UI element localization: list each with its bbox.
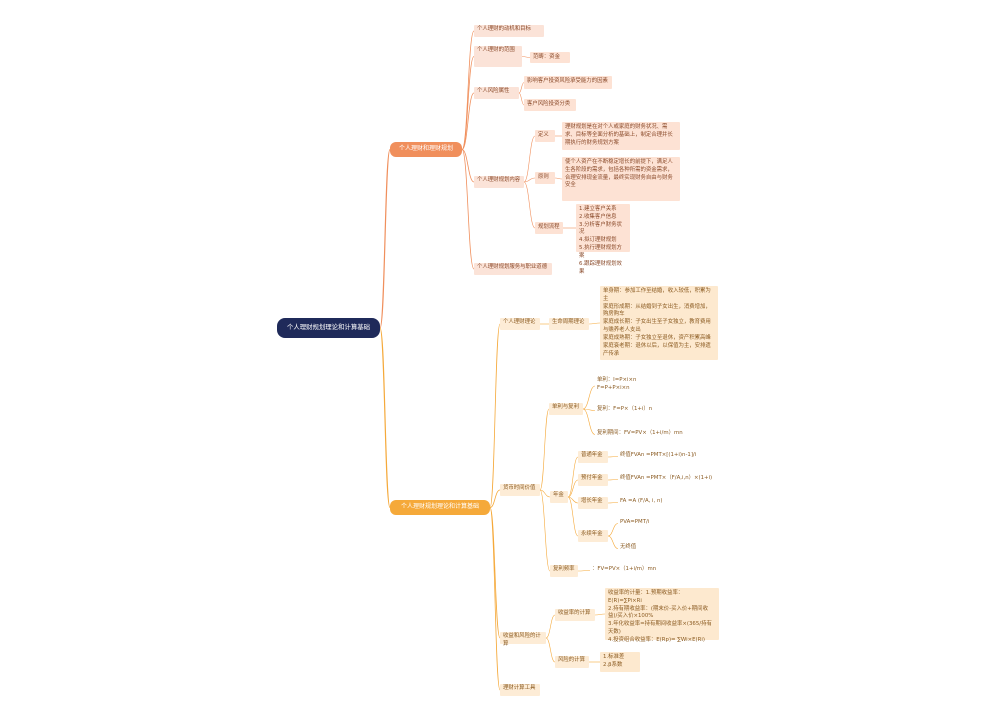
compound-frequency[interactable]: 复利频率 <box>550 565 578 577</box>
connector <box>461 30 475 150</box>
connector <box>539 489 551 498</box>
planning-principle-label: 原则 <box>535 172 555 184</box>
connector <box>582 385 596 410</box>
perpetuity-pv: PVA=PMT/i <box>620 519 650 525</box>
planning-principle-text: 使个人资产在不断稳定增长的前提下，满足人生各阶段的需求，包括各种所需的资金需求，… <box>562 157 680 201</box>
connector <box>607 502 619 504</box>
planning-process-steps: 1.建立客户关系 2.收集客户信息 3.分析客户财务状况 4.拟订理财规划 5.… <box>576 204 630 275</box>
connector <box>607 535 619 549</box>
annuity-due[interactable]: 预付年金 <box>578 474 608 486</box>
annuity-due-formula: 终值FVAn =PMT×（F/A,i,n）×(1+i) <box>620 475 713 481</box>
life-cycle-theory[interactable]: 生命周期理论 <box>549 318 589 330</box>
connector <box>582 408 596 435</box>
topic-finance-theory[interactable]: 个人理财理论 <box>500 318 540 330</box>
connector <box>518 92 525 106</box>
planning-process-label: 规划流程 <box>535 222 563 234</box>
connector <box>539 489 551 572</box>
connector <box>588 322 601 325</box>
risk-calculation-details: 1.标准差 2.β系数 <box>600 652 640 672</box>
perpetuity[interactable]: 永续年金 <box>578 530 608 542</box>
topic-planning-content[interactable]: 个人理财规划内容 <box>474 176 524 188</box>
connector <box>567 496 579 537</box>
connector <box>461 149 475 270</box>
planning-definition-label: 定义 <box>535 130 555 142</box>
connector <box>523 135 536 183</box>
perpetuity-fv: 无终值 <box>620 544 637 550</box>
risk-classification: 客户风险投资分类 <box>524 99 576 111</box>
return-calculation-details: 收益率的计量：1.预期收益率：E(R)=∑Pi×Ri 2.持有期收益率：(期末价… <box>605 588 719 643</box>
connector <box>523 181 536 229</box>
root-node[interactable]: 个人理财规划理论和计算基础 <box>277 318 380 338</box>
connector <box>554 177 563 180</box>
topic-risk-attribute[interactable]: 个人风险属性 <box>474 87 519 99</box>
connector <box>461 92 475 150</box>
connector <box>539 408 550 491</box>
topic-motivation-goals[interactable]: 个人理财的动机和目标 <box>474 25 544 37</box>
ordinary-annuity[interactable]: 普通年金 <box>578 451 608 463</box>
branch-personal-finance-planning[interactable]: 个人理财和理财规划 <box>390 142 462 157</box>
topic-finance-scope[interactable]: 个人理财的范围 <box>474 46 522 67</box>
connector <box>582 408 596 411</box>
compound-frequency-formula: ：FV=PV×（1+i/m）mn <box>592 566 657 572</box>
connector <box>518 82 525 94</box>
connector <box>489 489 501 508</box>
connector <box>545 614 556 639</box>
connector <box>489 507 501 691</box>
topic-time-value[interactable]: 货币时间价值 <box>500 484 540 496</box>
connector <box>594 613 606 616</box>
connector <box>567 456 579 498</box>
simple-interest-formula: 单利：I=P×i×n F=P+P×i×n <box>597 377 637 391</box>
connector <box>607 523 619 537</box>
simple-compound-interest[interactable]: 单利与复利 <box>549 403 583 415</box>
risk-factor: 影响客户投资风险承受能力的因素 <box>524 76 612 89</box>
life-cycle-details: 单身期：参加工作至结婚，收入较低，积累为主 家庭形成期：从结婚到子女出生，消费增… <box>600 286 718 360</box>
connector <box>545 637 556 663</box>
connector <box>607 479 619 481</box>
annuity[interactable]: 年金 <box>550 491 568 503</box>
branch-theory-calculation[interactable]: 个人理财规划理论和计算基础 <box>390 500 490 515</box>
connector <box>607 456 619 458</box>
ordinary-annuity-formula: 终值FVAn =PMT×[(1+i)n-1]/i <box>620 452 697 458</box>
connector <box>577 570 591 572</box>
connector <box>567 496 579 504</box>
connector <box>379 148 391 329</box>
growing-annuity-formula: FA =A (F/A, i, n) <box>620 498 663 504</box>
growing-annuity[interactable]: 增长年金 <box>578 497 608 509</box>
scope-detail: 范畴：资金 <box>530 52 570 63</box>
connector <box>379 327 391 509</box>
return-calculation[interactable]: 收益率的计算 <box>555 609 595 621</box>
risk-calculation[interactable]: 风险的计算 <box>555 656 589 668</box>
planning-definition-text: 理财规划是在对个人或家庭的财务状况、需求、目标等全面分析的基础上，制定合理并长期… <box>562 122 680 150</box>
topic-ethics[interactable]: 个人理财规划服务与职业道德 <box>474 263 552 275</box>
connector <box>567 479 579 498</box>
compound-interest-formula: 复利：F=P×（1+i）n <box>597 406 653 412</box>
connector <box>521 56 531 58</box>
connector <box>461 149 475 183</box>
topic-calc-tools[interactable]: 理财计算工具 <box>500 684 540 696</box>
compound-period-formula: 复利期间：FV=PV×（1+i/m）mn <box>597 430 683 436</box>
connector <box>489 323 501 508</box>
connector <box>489 507 501 639</box>
connector <box>523 177 536 183</box>
connector <box>461 56 475 150</box>
topic-return-risk[interactable]: 收益和风险的计算 <box>500 632 546 647</box>
